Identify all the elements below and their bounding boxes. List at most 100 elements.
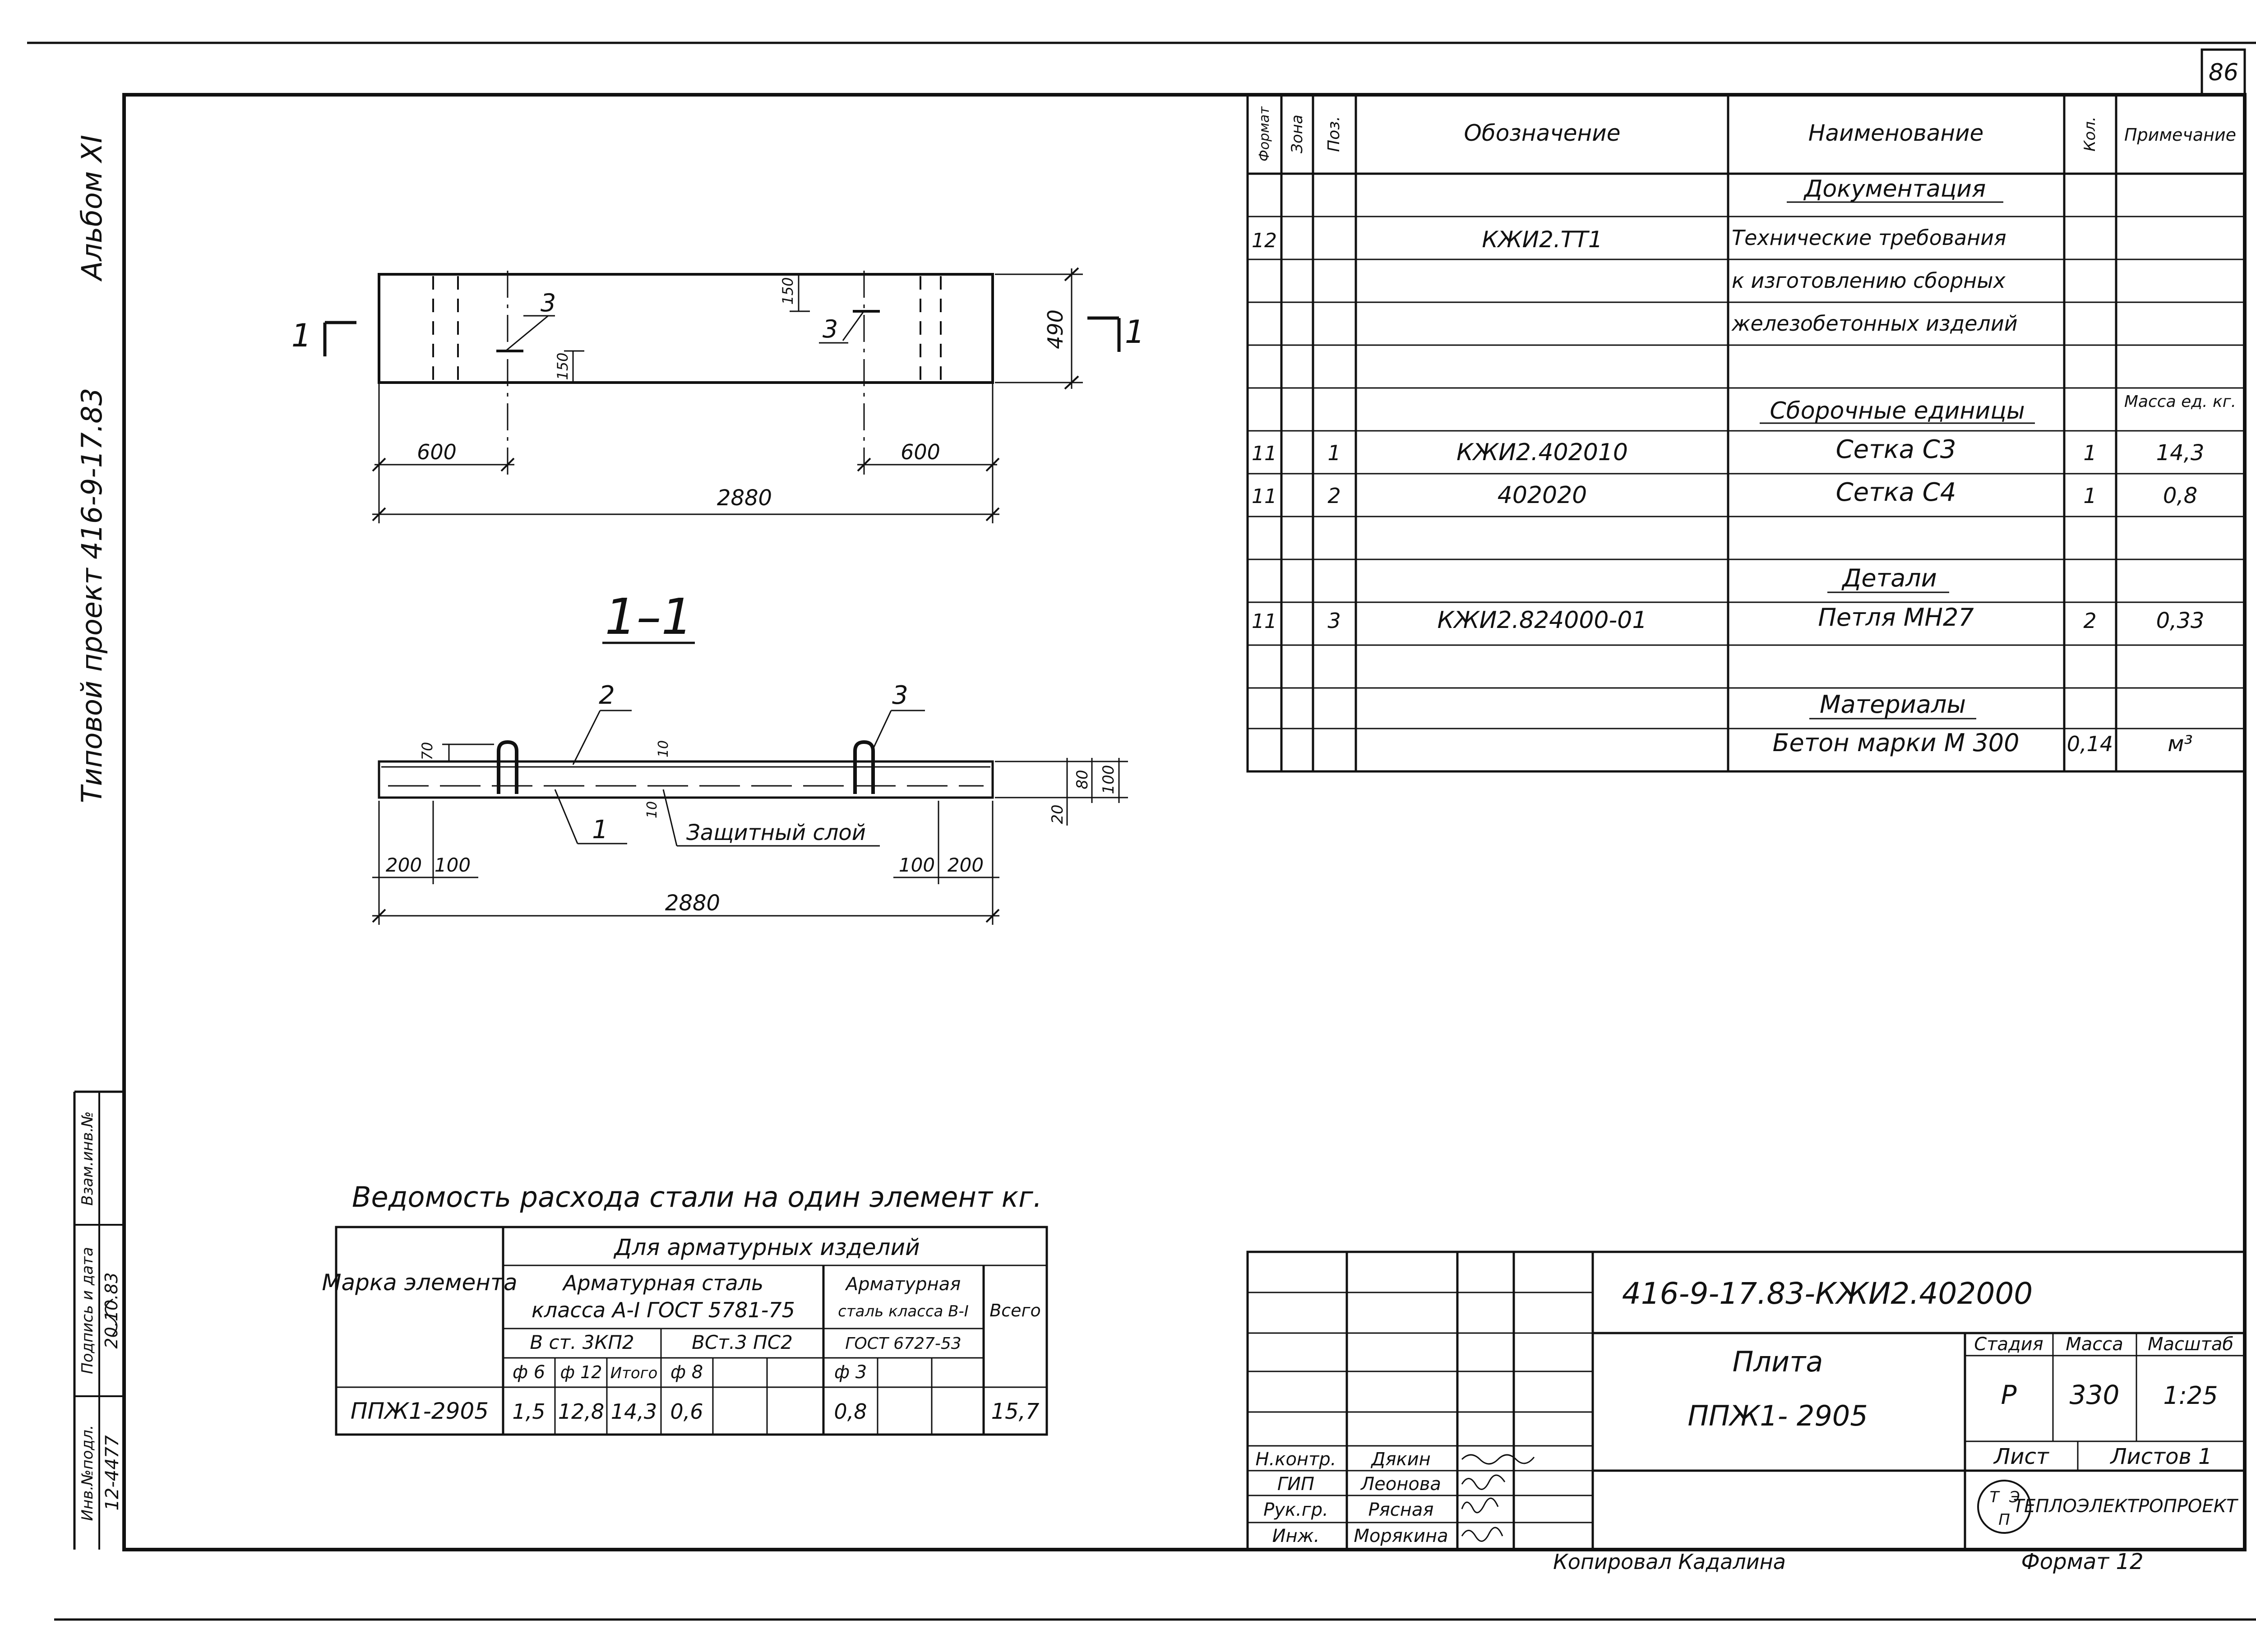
steel-diam-3: ф 3 [834, 1362, 867, 1383]
title-name-line1: Плита [1733, 1345, 1823, 1378]
spec-row-2-designation: 402020 [1498, 482, 1587, 509]
doc-name-line-3: железобетонных изделий [1731, 311, 2018, 336]
spec-header-note: Примечание [2124, 125, 2236, 145]
title-name-line2: ППЖ1- 2905 [1687, 1399, 1868, 1432]
section-label-2: 2 [599, 681, 615, 710]
spec-section-materials: Материалы [1820, 690, 1966, 719]
steel-row-d8: 0,6 [670, 1399, 703, 1424]
spec-row-2-pos: 2 [1327, 484, 1341, 508]
plan-dim-600-right: 600 [901, 440, 940, 464]
title-stage-header: Стадия [1974, 1334, 2043, 1355]
detail-row-note: 0,33 [2156, 608, 2205, 633]
spec-section-details: Детали [1841, 564, 1937, 592]
person-role-4: Инж. [1272, 1526, 1320, 1546]
person-name-3: Рясная [1368, 1500, 1434, 1520]
detail-row-pos: 3 [1327, 609, 1341, 633]
project-title-vertical: Типовой проект 416-9-17.83 [75, 388, 108, 803]
steel-row-d3: 0,8 [834, 1399, 867, 1424]
title-stage-value: Р [2001, 1380, 2017, 1410]
doc-name-line-1: Технические требования [1732, 226, 2006, 250]
org-logo-letter-e: Э [2009, 1488, 2020, 1506]
detail-row-qty: 2 [2083, 609, 2096, 633]
copied-by: Копировал Кадалина [1553, 1550, 1786, 1574]
steel-sub-3ps2: ВСт.3 ПС2 [692, 1331, 793, 1353]
title-block-text: 416-9-17.83-КЖИ2.402000 Плита ППЖ1- 2905… [1256, 1276, 2239, 1574]
spec-header-name: Наименование [1808, 120, 1984, 146]
person-role-3: Рук.гр. [1263, 1500, 1328, 1520]
steel-group-header: Для арматурных изделий [613, 1234, 920, 1260]
spec-table-text: Формат Зона Поз. Обозначение Наименовани… [1252, 106, 2236, 757]
section-dim-10-top: 10 [656, 740, 671, 757]
plan-section-mark-left: 1 [291, 317, 312, 354]
steel-row-itogo: 14,3 [611, 1399, 657, 1424]
section-dim-100-right: 100 [1100, 765, 1118, 794]
steel-sub-3kp2: В ст. 3КП2 [530, 1331, 634, 1353]
spec-row-1-note: 14,3 [2156, 440, 2205, 466]
section-slab-outline [378, 760, 994, 799]
plan-dim-length: 2880 [717, 485, 772, 511]
detail-row-name: Петля МН27 [1818, 603, 1974, 632]
section-label-1: 1 [592, 815, 608, 844]
steel-row-total: 15,7 [991, 1399, 1040, 1424]
section-dim-80: 80 [1073, 770, 1091, 789]
spec-header-pos: Поз. [1325, 116, 1343, 152]
person-role-2: ГИП [1277, 1474, 1314, 1495]
section-label-3: 3 [892, 681, 908, 710]
steel-itogo: Итого [610, 1364, 658, 1382]
detail-row-format: 11 [1252, 610, 1277, 633]
org-logo-letter-p: П [1998, 1511, 2010, 1529]
doc-row-format: 12 [1252, 229, 1277, 252]
steel-bi-line2: сталь класса В-I [838, 1302, 969, 1320]
steel-ai-line2: класса А-I ГОСТ 5781-75 [532, 1298, 795, 1322]
spec-header-zone: Зона [1288, 115, 1306, 153]
org-logo-letter-t: Т [1990, 1488, 2000, 1506]
spec-header-qty: Кол. [2081, 116, 2099, 151]
side-stamp-inv-label: Инв.№подл. [79, 1425, 97, 1521]
steel-diam-6: ф 6 [513, 1362, 545, 1383]
plan-loop-label-right: 3 [823, 315, 838, 343]
title-sheets-label: Листов 1 [2109, 1444, 2212, 1469]
section-dim-length: 2880 [665, 891, 720, 916]
spec-mass-header: Масса ед. кг. [2124, 392, 2236, 411]
side-stamp-vzam-label: Взам.инв.№ [79, 1111, 97, 1205]
section-dim-70: 70 [419, 742, 436, 761]
plan-dim-600-left: 600 [417, 440, 457, 464]
section-dim-100-right2: 100 [899, 854, 935, 876]
spec-header-designation: Обозначение [1464, 120, 1621, 146]
spec-header-format: Формат [1257, 106, 1272, 162]
steel-row-d12: 12,8 [558, 1399, 604, 1424]
section-dim-20: 20 [1049, 804, 1067, 824]
steel-ai-line1: Арматурная сталь [562, 1271, 763, 1295]
album-title: Альбом XI [75, 135, 108, 282]
steel-total-header: Всего [989, 1301, 1041, 1320]
signature-marks [105, 1298, 1535, 1542]
steel-table-grid [335, 1226, 1048, 1436]
spec-row-1-format: 11 [1252, 442, 1277, 465]
plan-slab-outline [378, 273, 994, 384]
steel-table-text: Марка элемента Для арматурных изделий Ар… [322, 1234, 1040, 1424]
detail-row-designation: КЖИ2.824000-01 [1438, 607, 1647, 634]
section-protective-layer: Защитный слой [686, 820, 866, 845]
steel-mark-header-text: Марка элемента [322, 1269, 517, 1296]
spec-row-1-designation: КЖИ2.402010 [1456, 439, 1628, 466]
side-stamp-inv-value: 12-4477 [102, 1435, 123, 1511]
person-name-2: Леонова [1360, 1474, 1441, 1495]
title-scale-header: Масштаб [2148, 1334, 2233, 1355]
doc-row-designation: КЖИ2.ТТ1 [1482, 226, 1602, 253]
section-view-labels: 1–1 2 3 1 70 10 10 Защитный слой 80 20 1… [386, 588, 1118, 916]
side-stamp-podpis-label: Подпись и дата [79, 1247, 97, 1374]
section-dim-200-left: 200 [386, 854, 422, 876]
steel-bi-line1: Арматурная [845, 1274, 961, 1295]
plan-dim-490: 490 [1043, 309, 1068, 349]
spec-row-2-note: 0,8 [2163, 483, 2197, 508]
spec-row-2-name: Сетка С4 [1836, 478, 1956, 507]
person-role-1: Н.контр. [1256, 1449, 1336, 1470]
section-dim-10-bottom: 10 [644, 801, 660, 818]
section-dim-200-right: 200 [948, 854, 984, 876]
side-stamp-date-value: 20.10.83 [102, 1272, 121, 1348]
sheet-frame [27, 42, 2256, 1621]
plan-dim-150-top: 150 [779, 277, 796, 305]
spec-row-1-pos: 1 [1327, 441, 1341, 465]
plan-dim-150-mid: 150 [554, 352, 571, 380]
title-sheet-label: Лист [1993, 1444, 2050, 1469]
